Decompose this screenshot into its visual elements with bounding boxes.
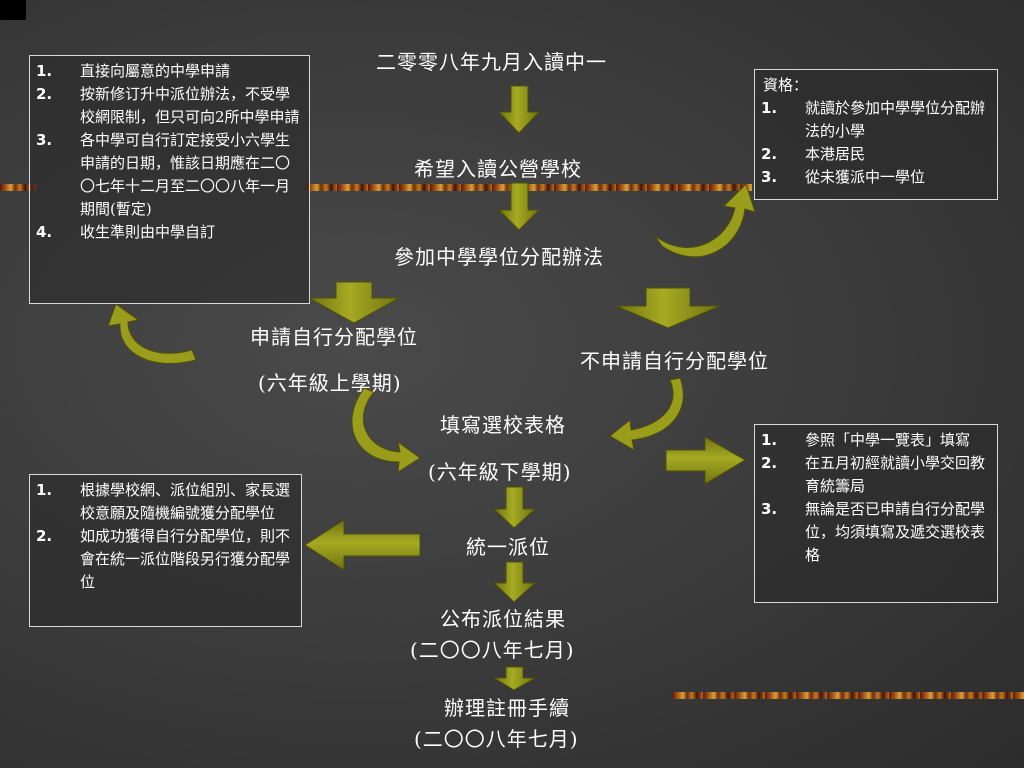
down-arrow-4 xyxy=(492,561,537,603)
node-allocation-system: 參加中學學位分配辦法 xyxy=(394,245,604,269)
node-results-release-date: (二〇〇八年七月) xyxy=(410,638,575,662)
list-item: 2.本港居民 xyxy=(761,145,866,163)
down-arrow-5 xyxy=(492,666,537,691)
node-choice-form-term: (六年級下學期) xyxy=(428,460,572,484)
node-not-apply-discretionary: 不申請自行分配學位 xyxy=(580,349,769,373)
node-central-allocation: 統一派位 xyxy=(466,535,550,559)
decorative-stripe-left xyxy=(0,184,36,191)
list-item: 1.就讀於參加中學學位分配辦法的小學 xyxy=(761,99,986,140)
node-registration: 辦理註冊手續 xyxy=(444,696,570,720)
down-arrow-2 xyxy=(497,182,541,231)
list-item: 3.各中學可自行訂定接受小六學生申請的日期，惟該日期應在二〇〇七年十二月至二〇〇… xyxy=(36,131,291,218)
down-arrow-1 xyxy=(497,85,541,134)
node-choice-form: 填寫選校表格 xyxy=(440,413,566,437)
curved-arrow-from-noapply xyxy=(609,377,684,451)
left-arrow xyxy=(304,519,421,571)
curved-arrow-to-topleft-box xyxy=(107,303,197,365)
list-item: 1.參照「中學一覽表」填寫 xyxy=(761,431,971,449)
decorative-stripe-mid xyxy=(306,184,752,191)
choice-form-notes-box: 1.參照「中學一覽表」填寫 2.在五月初經就讀小學交回教育統籌局 3.無論是否已… xyxy=(754,424,998,603)
list-item: 3.無論是否已申請自行分配學位，均須填寫及遞交選校表格 xyxy=(761,500,986,564)
list-item: 3.從未獲派中一學位 xyxy=(761,168,926,186)
node-sept-2008-s1: 二零零八年九月入讀中一 xyxy=(376,50,607,74)
node-apply-discretionary-term: (六年級上學期) xyxy=(258,371,402,395)
list-item: 1.直接向屬意的中學申請 xyxy=(36,62,231,80)
curved-arrow-to-eligibility xyxy=(654,183,756,258)
eligibility-box: 資格： 1.就讀於參加中學學位分配辦法的小學 2.本港居民 3.從未獲派中一學位 xyxy=(754,69,998,200)
down-arrow-3 xyxy=(492,486,537,529)
node-registration-date: (二〇〇八年七月) xyxy=(414,727,579,751)
list-item: 2.在五月初經就讀小學交回教育統籌局 xyxy=(761,454,986,495)
down-arrow-apply xyxy=(307,281,401,324)
list-item: 4.收生準則由中學自訂 xyxy=(36,223,216,241)
curved-arrow-to-form xyxy=(351,387,421,473)
discretionary-notes-box: 1.直接向屬意的中學申請 2.按新修订升中派位辦法，不受學校網限制，但只可向2所… xyxy=(29,55,310,304)
node-public-school: 希望入讀公營學校 xyxy=(414,157,582,181)
right-arrow xyxy=(665,436,746,485)
list-item: 2.如成功獲得自行分配學位，則不會在統一派位階段另行獲分配學位 xyxy=(36,527,291,591)
eligibility-heading: 資格： xyxy=(763,76,809,94)
list-item: 2.按新修订升中派位辦法，不受學校網限制，但只可向2所中學申請 xyxy=(36,85,300,126)
node-results-release: 公布派位結果 xyxy=(440,607,566,631)
decorative-stripe-right xyxy=(672,692,1024,699)
down-arrow-noapply xyxy=(615,287,721,329)
central-allocation-notes-box: 1.根據學校網、派位組別、家長選校意願及隨機編號獲分配學位 2.如成功獲得自行分… xyxy=(29,474,302,627)
node-apply-discretionary: 申請自行分配學位 xyxy=(250,325,418,349)
corner-block xyxy=(0,0,26,20)
list-item: 1.根據學校網、派位組別、家長選校意願及隨機編號獲分配學位 xyxy=(36,481,291,522)
